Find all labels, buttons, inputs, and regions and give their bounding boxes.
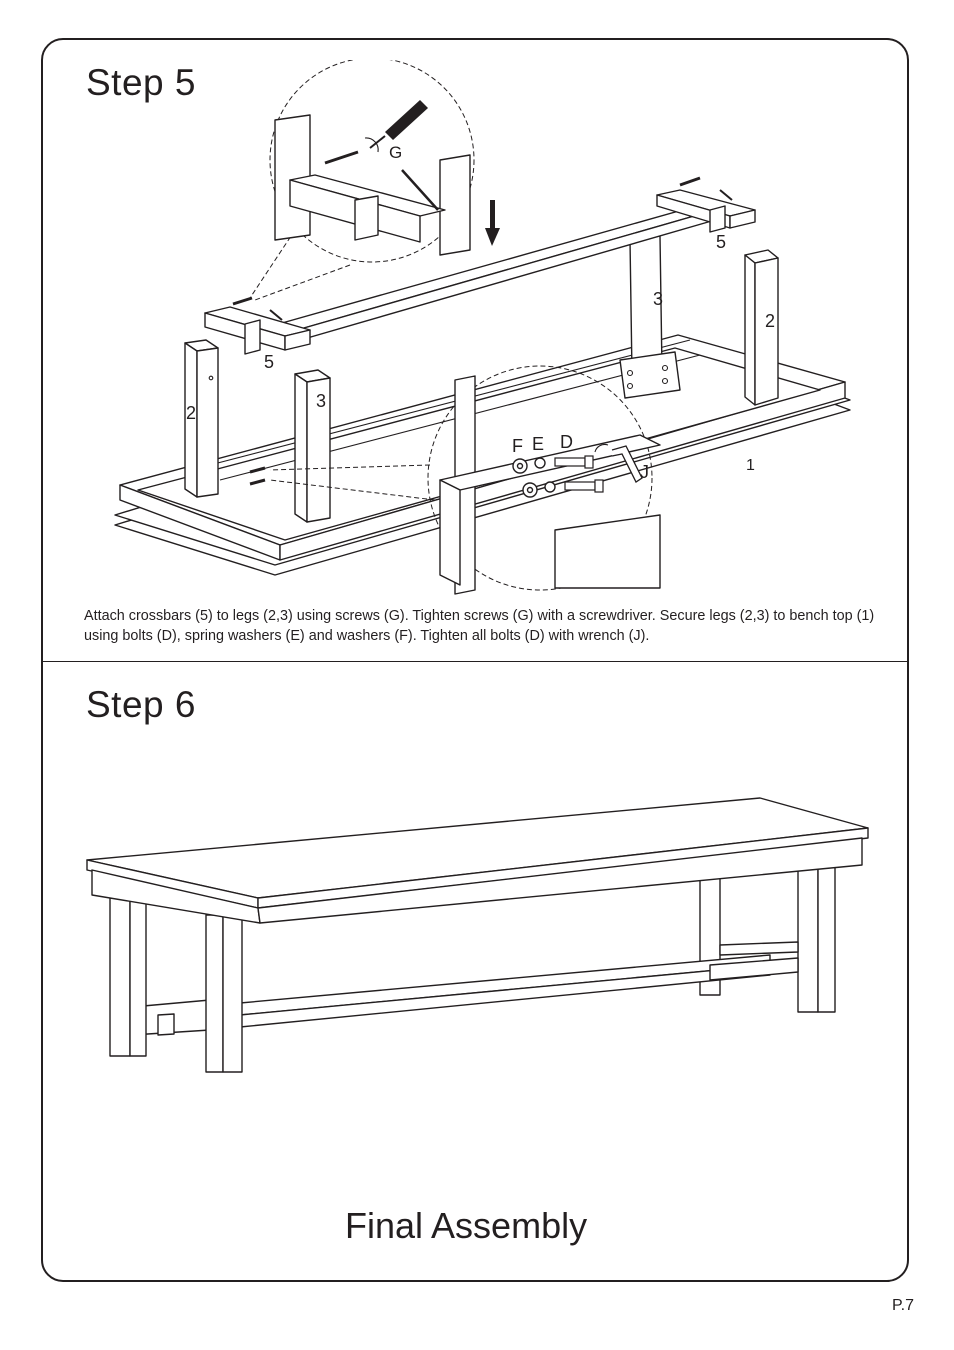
leg-far-right [744, 249, 779, 406]
wrench-icon [594, 443, 643, 483]
label-leg-front-mid: 3 [316, 391, 327, 411]
leg-front-left [184, 339, 219, 498]
step5-illustration [114, 60, 851, 595]
final-assembly-caption: Final Assembly [345, 1205, 588, 1246]
step5-instructions: Attach crossbars (5) to legs (2,3) using… [84, 608, 875, 644]
down-arrow-icon [485, 200, 500, 246]
screwdriver-icon [369, 100, 428, 149]
step6-title: Step 6 [86, 684, 196, 725]
spring-washer-icon [534, 457, 556, 493]
bolt-icon [554, 455, 604, 493]
label-bench-top: 1 [746, 457, 755, 474]
page-number: P.7 [892, 1297, 914, 1314]
bench-back-legs [699, 861, 836, 1013]
step-divider [43, 661, 909, 662]
bench-stretcher [239, 954, 771, 1028]
screw-icons [232, 176, 733, 486]
bench-top-part [114, 334, 851, 576]
crossbar-left [204, 306, 311, 355]
leg-front-mid [294, 369, 331, 523]
label-spring-washer: E [532, 434, 545, 454]
label-leg-back-right: 3 [653, 289, 664, 309]
label-screw: G [389, 143, 403, 162]
bench-back-stretcher [719, 941, 799, 956]
label-crossbar-right: 5 [716, 232, 727, 252]
washer-icon [512, 458, 538, 498]
step5-title: Step 5 [86, 62, 196, 103]
bench-right-bracket [709, 957, 799, 981]
label-washer: F [512, 436, 523, 456]
label-wrench: J [640, 462, 649, 482]
page-frame [41, 38, 909, 1282]
bolt-detail-callout [269, 365, 661, 595]
bench-top [86, 797, 869, 924]
crossbar-right [656, 189, 756, 233]
final-bench-illustration [86, 797, 869, 1073]
screw-detail-callout [249, 60, 475, 301]
label-crossbar-left: 5 [264, 352, 275, 372]
leg-back-right [619, 235, 681, 399]
label-leg-far-right: 2 [765, 311, 776, 331]
label-bolt: D [560, 432, 573, 452]
label-leg-front-left: 2 [186, 403, 197, 423]
bench-front-legs [109, 897, 243, 1073]
